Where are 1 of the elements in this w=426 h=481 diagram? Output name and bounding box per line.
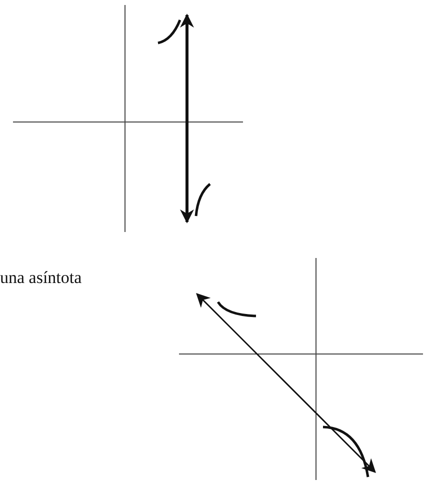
- annotation-text: una asíntota: [0, 268, 82, 288]
